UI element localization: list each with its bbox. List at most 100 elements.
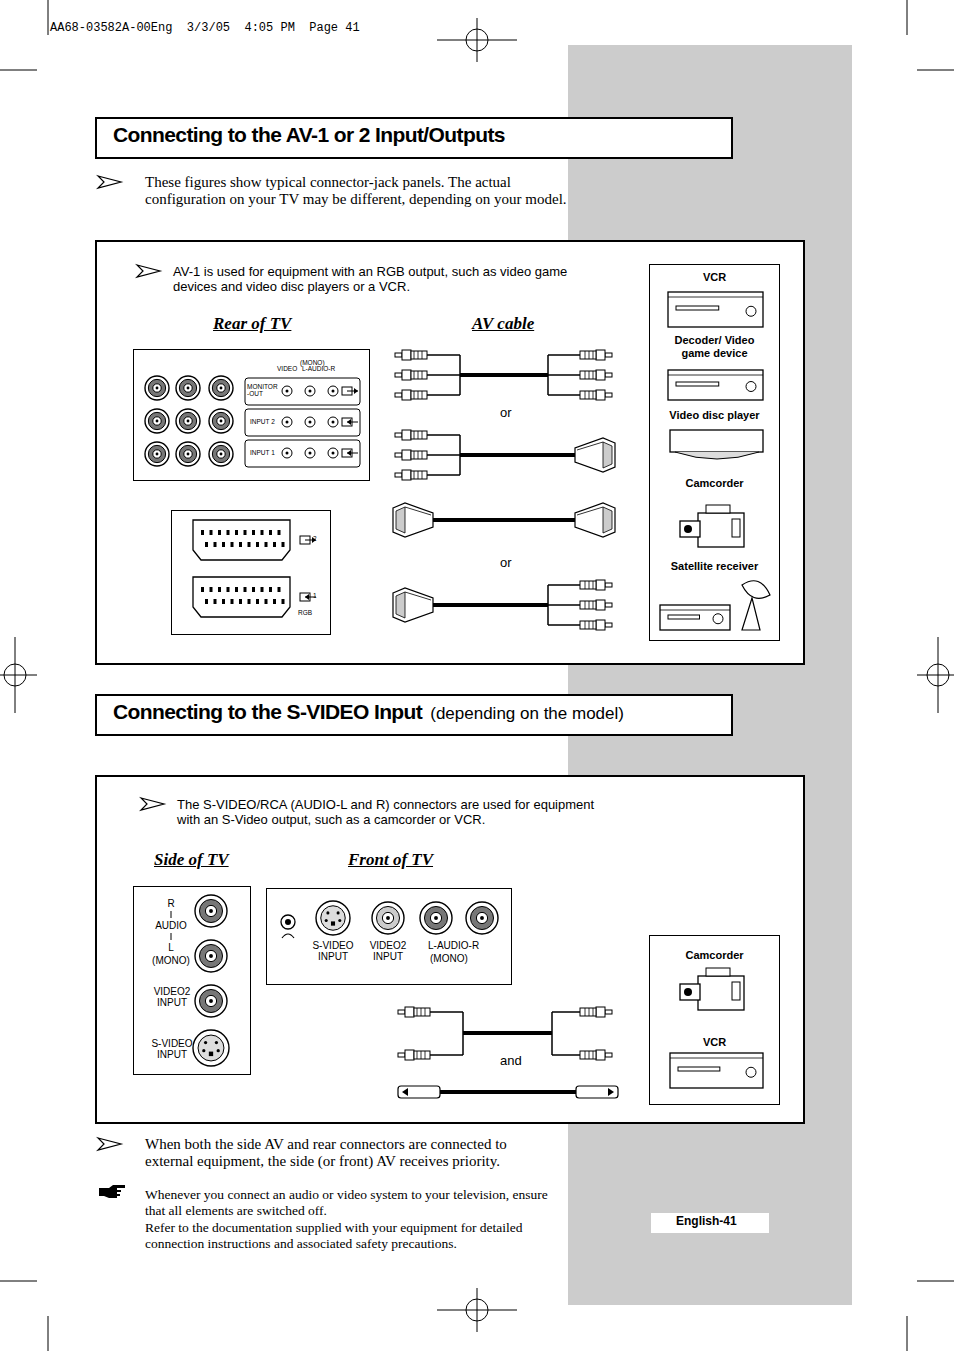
scart-socket bbox=[193, 577, 290, 617]
rca-jack-ring bbox=[148, 445, 165, 462]
device-ground bbox=[649, 935, 780, 1105]
rca-jack-core bbox=[153, 417, 161, 425]
scart-pin bbox=[218, 530, 221, 535]
note-text: Refer to the documentation supplied with… bbox=[145, 1220, 555, 1251]
rca-jack-core bbox=[217, 384, 225, 392]
satellite-stand bbox=[742, 598, 760, 630]
rca-plug-tip bbox=[605, 353, 612, 357]
scart-pin bbox=[231, 599, 234, 604]
rca-jack-core bbox=[205, 950, 216, 961]
rca-jack-ring bbox=[376, 906, 399, 929]
text-label: 1 bbox=[313, 592, 317, 599]
note-text: These figures show typical connector-jac… bbox=[145, 174, 585, 209]
scart-pin bbox=[256, 599, 259, 604]
rca-plug-grip bbox=[418, 431, 419, 439]
text-label: MONITOR -OUT bbox=[247, 383, 277, 397]
rca-jack-pin bbox=[187, 420, 190, 423]
rca-plug-grip bbox=[589, 1051, 590, 1059]
scart-pin bbox=[252, 587, 255, 592]
cable bbox=[430, 1011, 463, 1013]
scart-pin bbox=[227, 530, 230, 535]
scart-pin bbox=[210, 587, 213, 592]
scart-pin bbox=[282, 542, 285, 547]
panel-heading: Front of TV bbox=[348, 850, 433, 870]
connection-panel: AV-1 is used for equipment with an RGB o… bbox=[95, 240, 805, 665]
rca-plug-collar bbox=[405, 1050, 414, 1060]
rca-plug bbox=[580, 390, 612, 400]
cable bbox=[548, 374, 580, 376]
rca-plug bbox=[395, 350, 427, 360]
camcorder-lens-glass bbox=[684, 988, 692, 996]
scart-plug-face bbox=[396, 507, 405, 533]
scart-plug-body bbox=[393, 503, 433, 537]
vcr-icon bbox=[660, 605, 730, 630]
scart-panel: 21RGB bbox=[171, 510, 331, 635]
scart-pin bbox=[265, 542, 268, 547]
rca-jack-ring bbox=[212, 412, 229, 429]
text-label: VIDEO bbox=[277, 365, 297, 372]
rca-plug-grip bbox=[589, 391, 590, 399]
headphone-jack bbox=[281, 915, 295, 929]
rca-jack-core bbox=[430, 912, 441, 923]
rca-jack-core bbox=[184, 450, 192, 458]
rca-plug-collar bbox=[402, 390, 411, 400]
vcr-knob bbox=[746, 306, 756, 316]
rca-plug-body bbox=[580, 371, 596, 379]
rca-plug bbox=[395, 370, 427, 380]
rca-plug-collar bbox=[596, 600, 605, 610]
rca-plug-tip bbox=[605, 623, 612, 627]
io-icon bbox=[342, 418, 352, 426]
scart-plug bbox=[393, 503, 433, 537]
text-label: Connecting to the AV-1 or 2 Input/Output… bbox=[113, 123, 505, 147]
rca-plug bbox=[580, 1050, 612, 1060]
rca-jack-ring bbox=[212, 445, 229, 462]
cable bbox=[427, 374, 460, 376]
cable bbox=[548, 604, 580, 606]
rca-plug bbox=[395, 470, 427, 480]
s-video-pin bbox=[217, 1049, 220, 1052]
cable bbox=[433, 603, 548, 607]
text-label: (MONO) bbox=[430, 953, 468, 964]
s-video-plug bbox=[398, 1086, 440, 1098]
text-label: Video disc player bbox=[649, 409, 780, 422]
scart-pin bbox=[214, 599, 217, 604]
rca-jack-pin bbox=[209, 909, 213, 913]
scart-pin bbox=[201, 587, 204, 592]
rca-jack bbox=[420, 902, 452, 934]
rca-jack bbox=[176, 376, 200, 400]
note-text: When both the side AV and rear connector… bbox=[145, 1136, 555, 1171]
text-label: Decoder/ Video game device bbox=[663, 334, 766, 359]
small-jack bbox=[328, 448, 338, 458]
vcr-slot bbox=[668, 615, 700, 619]
panel-heading: Side of TV bbox=[154, 850, 229, 870]
io-icon bbox=[347, 419, 351, 425]
camcorder-panel bbox=[732, 982, 740, 1000]
small-jack-pin bbox=[286, 452, 289, 455]
s-video-jack bbox=[193, 1030, 229, 1066]
rca-plug bbox=[580, 620, 612, 630]
cable bbox=[460, 453, 575, 457]
title-ground bbox=[95, 117, 733, 159]
panel-ground bbox=[95, 775, 805, 1124]
text-label: L-AUDIO-R bbox=[302, 365, 335, 372]
title-ground bbox=[95, 694, 733, 736]
rca-plug-grip bbox=[422, 351, 423, 359]
scart-pin bbox=[278, 530, 281, 535]
satellite-dish bbox=[742, 581, 770, 599]
cable bbox=[427, 394, 460, 396]
rca-plug-grip bbox=[422, 471, 423, 479]
rca-plug-grip bbox=[422, 451, 423, 459]
scart-pin bbox=[269, 587, 272, 592]
scart-plug-body bbox=[575, 438, 615, 472]
rca-plug-collar bbox=[402, 430, 411, 440]
cable bbox=[552, 1011, 580, 1013]
bullet-arrows bbox=[98, 176, 164, 1150]
rca-plug-body bbox=[411, 431, 427, 439]
rca-jack-ring bbox=[199, 899, 222, 922]
cable bbox=[552, 1054, 580, 1056]
rca-plug-grip bbox=[417, 1051, 418, 1059]
rca-jack-core bbox=[153, 384, 161, 392]
rca-jack-pin bbox=[156, 420, 159, 423]
rca-plug-body bbox=[411, 391, 427, 399]
disc-player-icon bbox=[670, 430, 763, 452]
